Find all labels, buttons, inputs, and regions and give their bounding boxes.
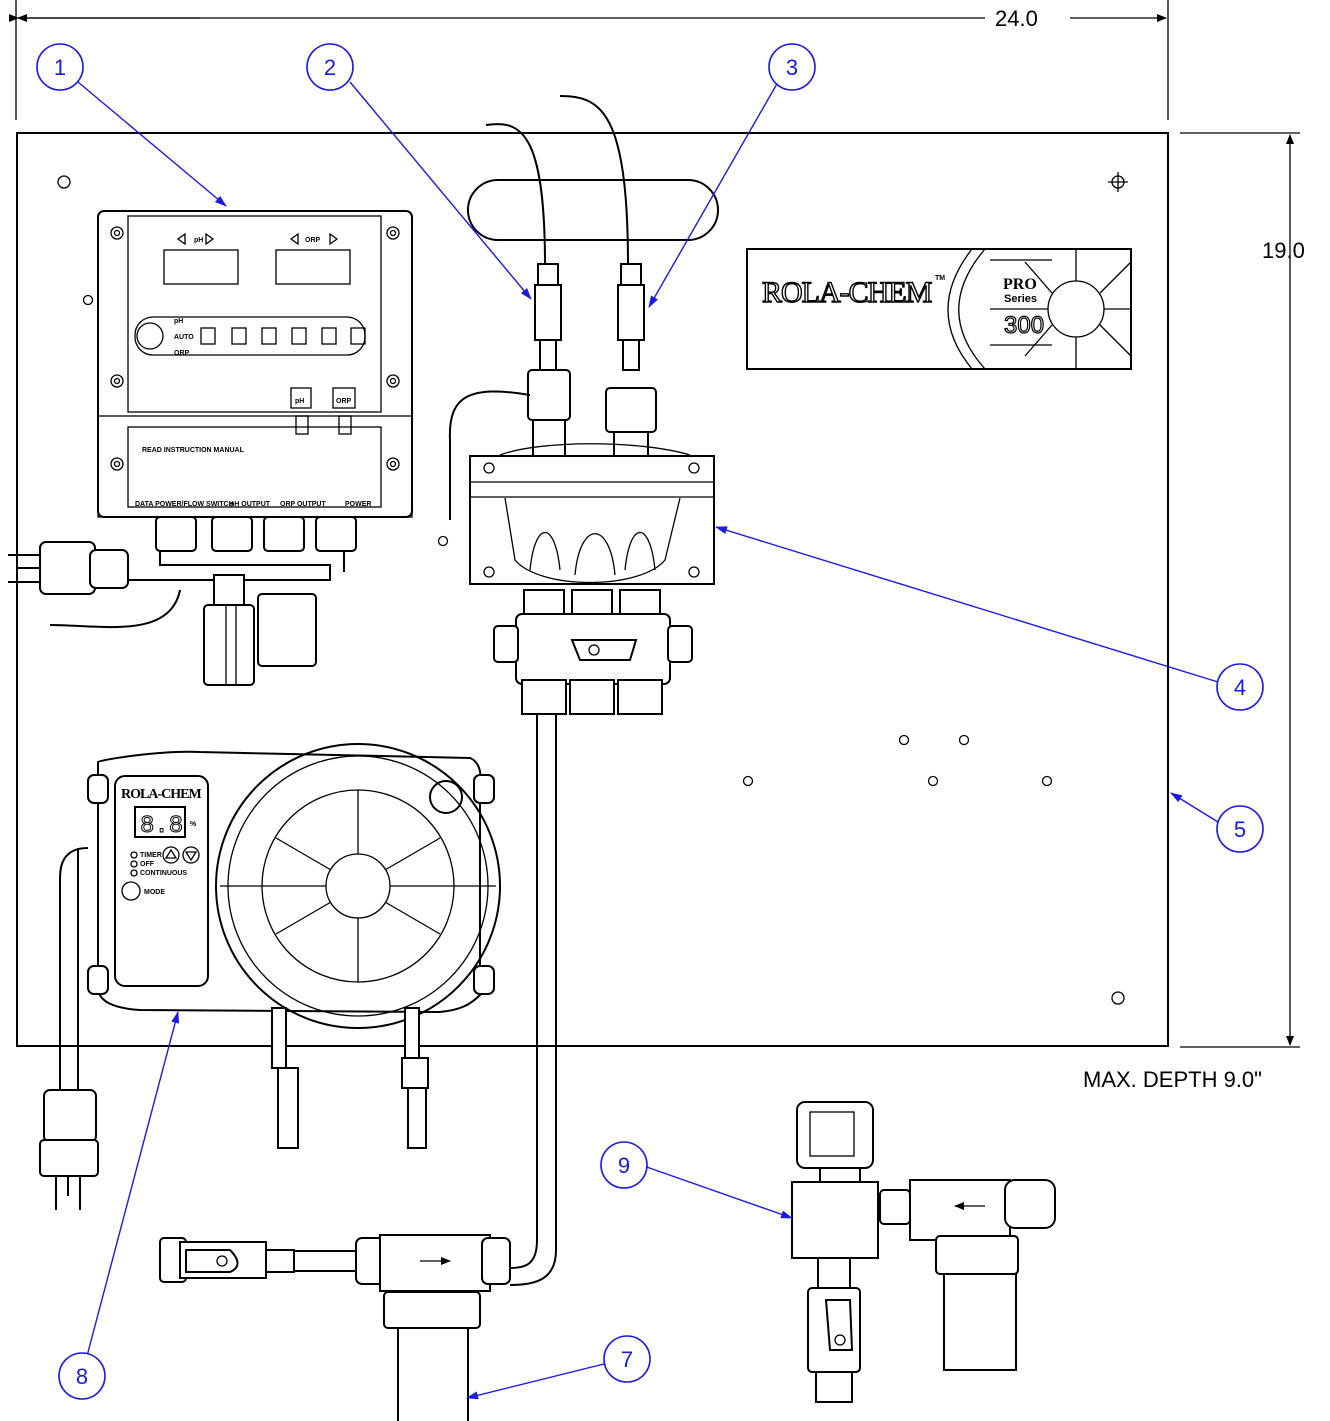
- pump-power-plug: [39, 1089, 99, 1210]
- svg-text:3: 3: [786, 55, 798, 80]
- controller-orp-label: ORP: [305, 237, 321, 244]
- controller-screws: [110, 226, 400, 471]
- pump-mode-button[interactable]: [121, 881, 141, 901]
- width-dimension: 24.0: [9, 0, 1169, 120]
- callouts: 1 2 3 4 5 7 8 9: [36, 43, 1264, 1400]
- sample-line-tube: [509, 714, 557, 1286]
- controller-button-2[interactable]: [231, 327, 247, 345]
- callout-8: 8: [58, 1352, 106, 1400]
- svg-text:2: 2: [324, 55, 336, 80]
- controller-button-5[interactable]: [321, 327, 337, 345]
- height-label: 19.0: [1262, 238, 1305, 263]
- max-depth-note: MAX. DEPTH 9.0": [1083, 1067, 1262, 1092]
- controller-ph-label: pH: [194, 237, 203, 244]
- controller-mode-knob[interactable]: [136, 322, 164, 350]
- callout-9: 9: [600, 1141, 648, 1189]
- svg-text:4: 4: [1234, 675, 1246, 700]
- flow-cell: [469, 443, 715, 585]
- controller-ph-display: [163, 249, 239, 285]
- callout-2: 2: [306, 43, 354, 91]
- flow-cell-vent-tube: [448, 390, 531, 520]
- controller-output-receptacles: [203, 574, 317, 686]
- pump-head: [215, 743, 501, 1029]
- controller-button-4[interactable]: [291, 327, 307, 345]
- height-dimension: 19.0: [1180, 132, 1305, 1048]
- svg-text:ORP: ORP: [336, 398, 352, 405]
- controller-button-6[interactable]: [350, 327, 366, 345]
- ph-sensor-probe: [485, 123, 571, 461]
- controller-power-plug: [8, 541, 129, 595]
- svg-text:DATA POWER/FLOW SWITCH: DATA POWER/FLOW SWITCH: [135, 501, 234, 508]
- mounting-panel: [16, 132, 1169, 1047]
- brand-plate-logo: ROLA-CHEM: [762, 276, 932, 309]
- svg-text:pH: pH: [174, 318, 183, 325]
- panel-mounting-holes: [57, 172, 1128, 1005]
- pump-down-button[interactable]: [182, 846, 200, 864]
- callout-4: 4: [1216, 663, 1264, 711]
- brand-plate-series: Series: [1004, 293, 1037, 305]
- controller-manual-note: READ INSTRUCTION MANUAL: [142, 447, 245, 454]
- svg-text:CONTINUOUS: CONTINUOUS: [140, 870, 187, 877]
- svg-text:8.8: 8.8: [140, 813, 183, 840]
- pump-brand: ROLA-CHEM: [121, 787, 201, 802]
- panel-handle-slot: [467, 179, 719, 241]
- controller-button-1[interactable]: [200, 327, 216, 345]
- svg-text:9: 9: [618, 1153, 630, 1178]
- callout-7: 7: [603, 1335, 651, 1383]
- svg-text:ORP OUTPUT: ORP OUTPUT: [280, 501, 326, 508]
- svg-text:ORP: ORP: [174, 350, 190, 357]
- svg-text:AUTO: AUTO: [174, 334, 194, 341]
- svg-text:POWER: POWER: [345, 501, 371, 508]
- orp-sensor-probe: [559, 95, 657, 461]
- ph-orp-controller: pH ORP pH AUTO ORP pH ORP READ INSTRUCTI…: [8, 210, 413, 686]
- svg-text:5: 5: [1234, 817, 1246, 842]
- controller-cable-glands: [155, 516, 357, 552]
- brand-plate-model: 300: [1004, 312, 1044, 339]
- callout-1: 1: [36, 43, 84, 91]
- flow-cell-valve-manifold: [493, 589, 693, 715]
- pump-up-button[interactable]: [162, 846, 180, 864]
- chemical-feed-pump: ROLA-CHEM 8.8 % TIMER OFF CONTINUOUS MOD…: [39, 743, 501, 1210]
- svg-text:1: 1: [54, 55, 66, 80]
- width-label: 24.0: [995, 6, 1038, 31]
- svg-text:TM: TM: [935, 275, 945, 282]
- solenoid-valve-assembly: [791, 1101, 1056, 1403]
- svg-text:%: %: [190, 821, 197, 828]
- callout-5: 5: [1216, 805, 1264, 853]
- controller-orp-display: [275, 249, 351, 285]
- svg-text:7: 7: [621, 1347, 633, 1372]
- callout-3: 3: [768, 43, 816, 91]
- svg-text:MODE: MODE: [144, 889, 165, 896]
- svg-text:8: 8: [76, 1364, 88, 1389]
- pump-display: [134, 806, 186, 838]
- inlet-filter-assembly: [159, 1234, 511, 1421]
- controller-button-3[interactable]: [261, 327, 277, 345]
- brand-plate-pro: PRO: [1003, 276, 1037, 293]
- svg-text:pH OUTPUT: pH OUTPUT: [230, 501, 271, 508]
- svg-text:pH: pH: [295, 398, 304, 405]
- svg-text:TIMER: TIMER: [140, 852, 162, 859]
- svg-text:OFF: OFF: [140, 861, 155, 868]
- brand-plate: ROLA-CHEM TM PRO Series 300: [746, 248, 1132, 370]
